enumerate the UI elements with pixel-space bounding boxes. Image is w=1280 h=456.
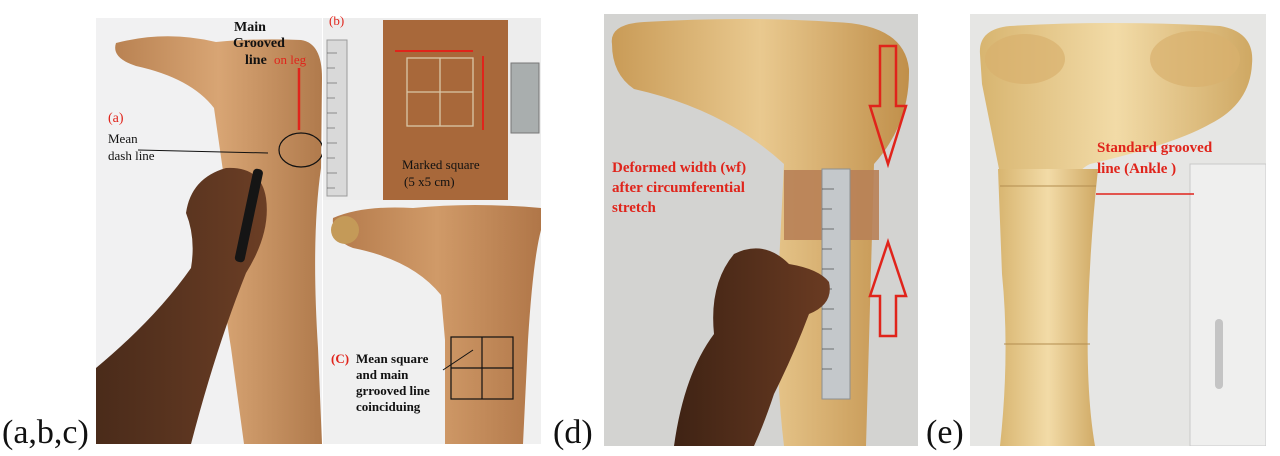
photo-panel-a (96, 18, 322, 444)
standard-groove-caption-2: line (Ankle ) (1097, 161, 1177, 177)
marked-square-illustration (326, 20, 540, 200)
mean-square-caption-2: and main (356, 367, 409, 382)
hand-shape (96, 167, 267, 444)
panel-b-tag: (b) (329, 13, 345, 28)
photo-panel-b (323, 18, 541, 200)
leg-shape (115, 36, 322, 444)
groove-ellipse (278, 132, 322, 168)
cabinet-handle (1215, 319, 1223, 389)
marked-square-caption-2: (5 x5 cm) (404, 174, 455, 189)
deformed-width-caption-3: stretch (612, 200, 656, 216)
groove-title-1: Main (234, 20, 266, 35)
panel-label-d: (d) (553, 414, 593, 451)
wooden-leg-stretch-illustration (611, 19, 910, 446)
deformed-width-caption-2: after circumferential (612, 180, 745, 196)
panel-a-tag: (a) (108, 111, 124, 126)
weight-block (510, 62, 540, 134)
panel-label-e: (e) (926, 414, 964, 451)
mean-square-caption-3: grrooved line (356, 383, 430, 398)
photo-panel-c (323, 200, 541, 444)
mean-dash-label-2: dash line (108, 148, 155, 163)
photo-panel-e (970, 14, 1266, 446)
standard-groove-caption-1: Standard grooved (1097, 140, 1213, 156)
wooden-shin (998, 169, 1098, 446)
fabric-sample (383, 20, 508, 200)
arrow-up-icon (868, 238, 908, 338)
panel-label-abc: (a,b,c) (2, 414, 89, 451)
arrow-down-icon (868, 44, 908, 169)
hand-shape-d (674, 248, 830, 446)
photo-panel-d (604, 14, 918, 446)
groove-title-3: line (245, 53, 267, 68)
groove-title-4: on leg (274, 52, 307, 67)
sock-leg-illustration (96, 36, 322, 444)
deformed-width-caption-1: Deformed width (wf) (612, 160, 747, 176)
wooden-leg-ankle-illustration (979, 23, 1266, 446)
mean-square-illustration (331, 205, 541, 444)
leg-shape-c (332, 205, 541, 444)
ruler (326, 39, 348, 197)
mean-square-caption-1: Mean square (356, 351, 429, 366)
mean-square-caption-4: coinciduing (356, 399, 421, 414)
mean-dash-label-1: Mean (108, 131, 138, 146)
mean-dash-pointer (137, 149, 269, 154)
panel-c-tag: (C) (331, 351, 350, 366)
marked-square-caption-1: Marked square (402, 157, 480, 172)
cabinet (1189, 163, 1266, 446)
groove-title-2: Grooved (233, 36, 285, 51)
marker-pen (234, 168, 263, 263)
